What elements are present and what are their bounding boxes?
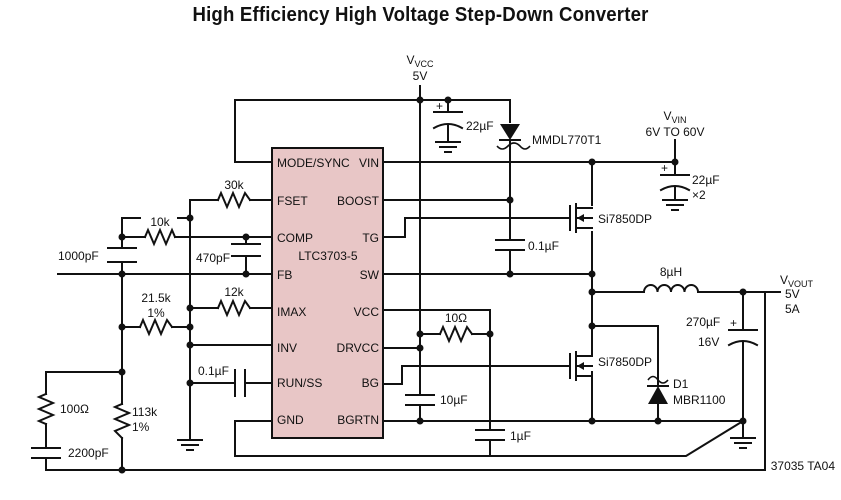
vin-value: 6V TO 60V: [646, 125, 705, 139]
ic-body: [271, 147, 384, 439]
label-r-fb-bot: 113k: [132, 405, 158, 419]
wires: [45, 85, 781, 471]
pin-fset: FSET: [277, 194, 308, 208]
capacitor-vcc: +: [432, 99, 464, 130]
label-c-snub: 2200pF: [68, 446, 109, 460]
label-q-bot: Si7850DP: [598, 355, 652, 369]
label-c-vin-mult: ×2: [692, 188, 706, 202]
inductor-icon: [642, 284, 700, 294]
resistor-fset: [216, 190, 252, 210]
resistor-fb-top: [138, 317, 174, 337]
label-c-vcc: 22µF: [466, 119, 494, 133]
capacitor-boost: [495, 239, 525, 251]
svg-text:+: +: [436, 99, 443, 113]
vout-value: 5V: [785, 287, 800, 301]
ground-icon: [435, 141, 461, 153]
label-r-comp: 10k: [150, 215, 170, 229]
resistor-fb-bottom: [112, 402, 132, 440]
label-r-fb-bot-tol: 1%: [132, 420, 150, 434]
capacitor-softstart: [234, 369, 246, 397]
diode-icon: [647, 375, 669, 404]
capacitor-comp-series: [107, 247, 137, 263]
label-q-top: Si7850DP: [598, 212, 652, 226]
capacitor-vin: +: [659, 161, 691, 192]
pin-imax: IMAX: [277, 305, 306, 319]
label-c-bgrtn: 1µF: [510, 429, 531, 443]
label-r-snub: 100Ω: [60, 402, 89, 416]
pin-drvcc: DRVCC: [337, 341, 380, 355]
capacitor-bgrtn: [475, 429, 505, 441]
pin-run-ss: RUN/SS: [277, 376, 322, 390]
label-d1-ref: D1: [673, 377, 689, 391]
label-inductor: 8µH: [660, 265, 682, 279]
capacitor-comp-parallel: [231, 243, 261, 257]
capacitor-output: +: [727, 316, 759, 347]
label-r-drv: 10Ω: [445, 311, 467, 325]
ground-icon: [662, 199, 688, 211]
resistor-snubber: [36, 392, 56, 426]
pin-fb: FB: [277, 268, 292, 282]
label-c-comp-par: 470pF: [196, 251, 230, 265]
resistor-comp: [143, 227, 177, 247]
diode-icon: [496, 124, 531, 150]
label-r-imax: 12k: [224, 285, 244, 299]
label-r-fb-top-tol: 1%: [147, 306, 165, 320]
vout-current: 5A: [785, 302, 800, 316]
figure-id: 37035 TA04: [771, 459, 836, 473]
pin-boost: BOOST: [337, 194, 380, 208]
label-c-ss: 0.1µF: [198, 364, 229, 378]
pin-bg: BG: [362, 376, 379, 390]
pin-gnd: GND: [277, 413, 304, 427]
label-c-vin: 22µF: [692, 173, 720, 187]
capacitor-snubber: [31, 447, 61, 459]
pin-vcc: VCC: [354, 305, 380, 319]
svg-text:+: +: [661, 161, 668, 175]
page-title: High Efficiency High Voltage Step-Down C…: [192, 4, 649, 26]
capacitor-drvcc: [405, 394, 435, 406]
label-c-boost: 0.1µF: [528, 239, 559, 253]
ic-part-number: LTC3703-5: [298, 249, 357, 263]
label-c-out: 270µF: [686, 315, 720, 329]
junction-dots: [118, 96, 747, 474]
svg-text:+: +: [730, 316, 737, 330]
mosfet-top-icon: [569, 203, 593, 233]
vcc-value: 5V: [413, 69, 428, 83]
pin-comp: COMP: [277, 231, 313, 245]
label-c-out-v: 16V: [698, 335, 719, 349]
pin-vin: VIN: [359, 156, 379, 170]
label-d1: MBR1100: [673, 393, 726, 407]
vcc-label: VVCC: [406, 53, 434, 69]
pin-tg: TG: [362, 231, 379, 245]
pin-sw: SW: [360, 268, 380, 282]
label-r-fset: 30k: [224, 178, 244, 192]
pin-inv: INV: [277, 341, 297, 355]
ground-icon: [177, 439, 203, 451]
resistor-imax: [216, 298, 252, 318]
label-c-drv: 10µF: [440, 393, 468, 407]
label-c-comp-series: 1000pF: [58, 249, 99, 263]
resistor-drv: [438, 324, 474, 344]
label-diode-boost: MMDL770T1: [532, 133, 602, 147]
ground-icon: [730, 437, 756, 449]
vin-label: VVIN: [663, 109, 686, 125]
label-r-fb-top: 21.5k: [141, 291, 171, 305]
mosfet-bottom-icon: [569, 344, 593, 385]
pin-bgrtn: BGRTN: [337, 413, 379, 427]
pin-mode-sync: MODE/SYNC: [277, 156, 350, 170]
